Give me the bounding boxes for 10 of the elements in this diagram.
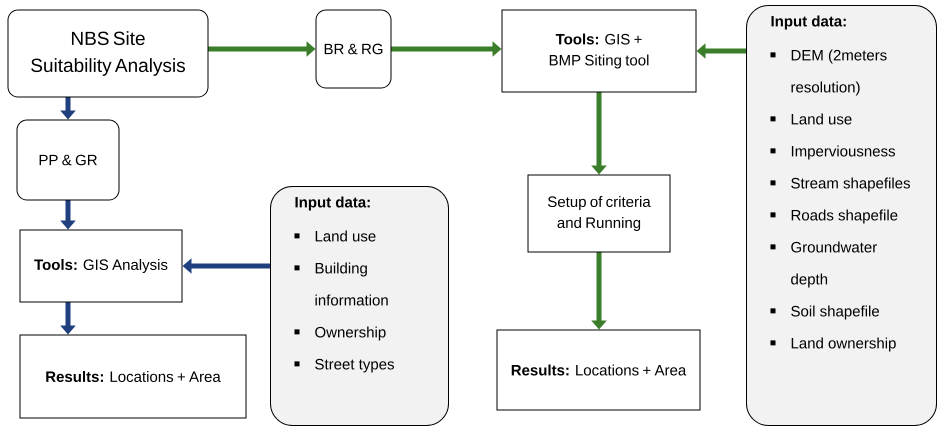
process-box: NBS Site Suitability Analysis xyxy=(8,10,208,98)
process-box: Tools: GIS Analysis xyxy=(20,230,182,302)
process-box: Results: Locations + Area xyxy=(20,334,246,418)
process-box: Setup of criteria and Running xyxy=(528,174,670,252)
process-box: BR & RG xyxy=(316,10,392,88)
process-box: Results: Locations + Area xyxy=(496,330,701,410)
process-box: Tools: GIS + BMP Siting tool xyxy=(502,10,697,92)
input-data-panel: Input data: Land use Building information Ownership Street types xyxy=(270,186,449,426)
process-box: PP & GR xyxy=(16,120,120,200)
input-data-panel: Input data: DEM (2meters resolution) Land use Imperviousness Stream shapefiles Roads shapefile Groundwater depth Soil shapefile Land ownership xyxy=(746,5,938,426)
